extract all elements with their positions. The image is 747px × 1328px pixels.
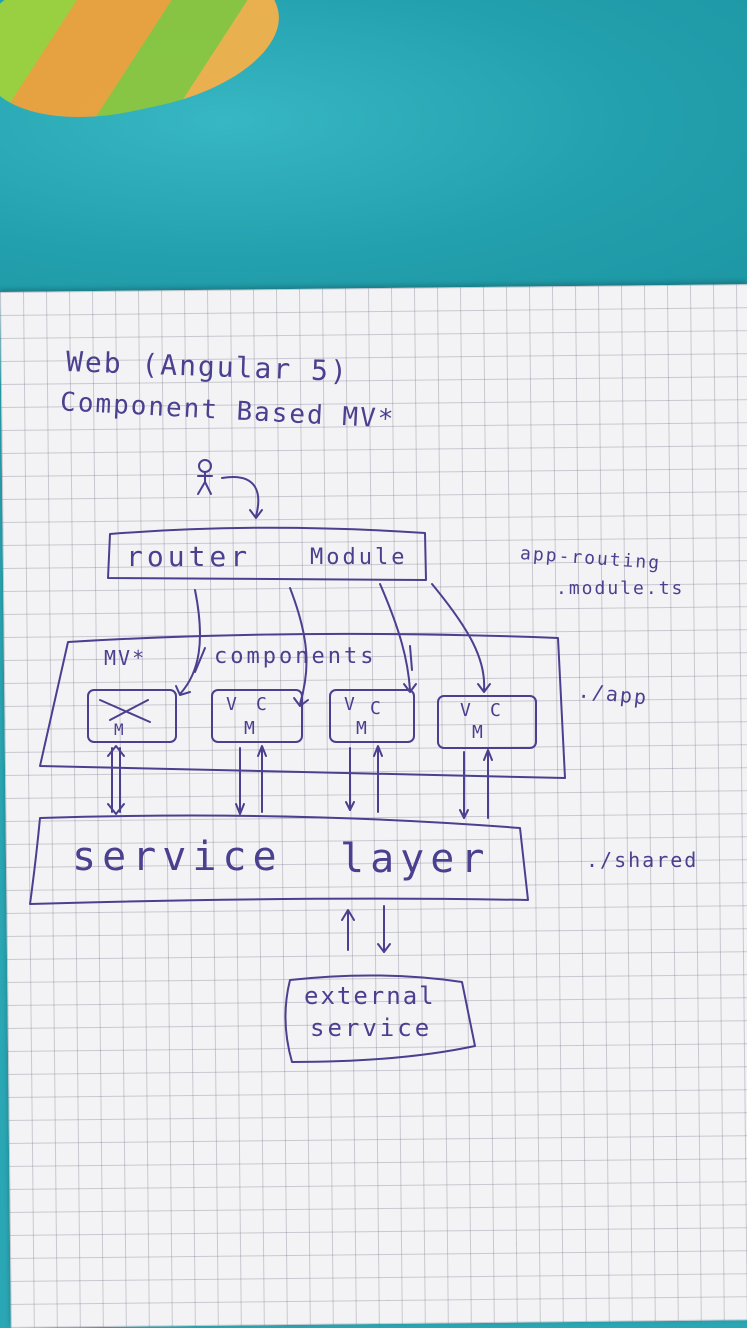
external-line-2: service bbox=[310, 1014, 433, 1042]
router-label: router bbox=[126, 540, 252, 573]
component-box-4 bbox=[437, 695, 537, 749]
component-box-3 bbox=[329, 689, 415, 743]
component-2-v: V bbox=[226, 694, 239, 715]
component-3-m: M bbox=[356, 718, 369, 739]
component-2-m: M bbox=[244, 718, 257, 739]
service-label: service bbox=[72, 834, 283, 880]
component-2-c: C bbox=[256, 694, 269, 715]
service-layer-box bbox=[29, 814, 529, 905]
component-4-m: M bbox=[472, 722, 485, 743]
component-1-m: M bbox=[114, 720, 126, 739]
routing-file-line-2: .module.ts bbox=[556, 578, 685, 599]
component-4-v: V bbox=[460, 700, 473, 721]
components-box bbox=[39, 632, 566, 779]
layer-label: layer bbox=[340, 836, 491, 882]
component-box-1 bbox=[87, 689, 177, 743]
component-3-v: V bbox=[344, 694, 357, 715]
user-icon bbox=[197, 459, 213, 495]
mv-label: MV* bbox=[104, 646, 147, 670]
module-label: Module bbox=[310, 545, 408, 570]
actor-arrow bbox=[221, 476, 260, 517]
external-service-box bbox=[284, 974, 476, 1063]
router-module-box bbox=[107, 526, 427, 581]
component-4-c: C bbox=[490, 700, 503, 721]
components-label: components bbox=[214, 644, 377, 669]
scribble-mark bbox=[99, 699, 151, 723]
shared-path-label: ./shared bbox=[586, 848, 699, 872]
component-box-2 bbox=[211, 689, 303, 743]
component-3-c: C bbox=[370, 698, 383, 719]
external-line-1: external bbox=[304, 982, 436, 1010]
